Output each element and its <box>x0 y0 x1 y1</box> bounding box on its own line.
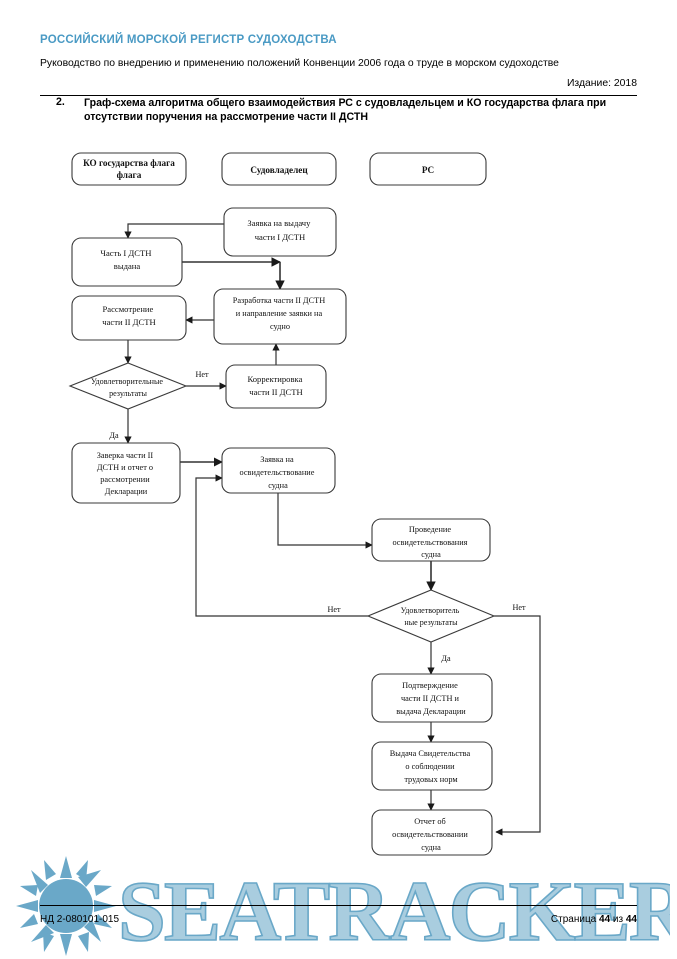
lane-header-ko <box>71 152 187 186</box>
node-n4 <box>71 295 187 341</box>
lane-header-ko-label: КО государства флага <box>83 158 175 168</box>
node-n11-label: Подтверждение части II ДСТН и выдача Дек… <box>396 681 466 716</box>
node-n1-label: Заявка на выдачу части I ДСТН <box>247 218 312 242</box>
edition-label: Издание: 2018 <box>566 78 637 89</box>
lane-header-owner <box>221 152 337 186</box>
node-n8 <box>221 447 336 494</box>
node-n9 <box>371 518 491 562</box>
header-divider <box>40 95 637 96</box>
node-n7 <box>71 442 181 504</box>
edge-n1-to-n2 <box>124 223 224 239</box>
node-n5-label: Удовлетворительные результаты <box>91 377 165 398</box>
node-n13 <box>371 809 493 856</box>
node-n6-label: Корректировка части II ДСТН <box>247 374 304 397</box>
document-subtitle: Руководство по внедрению и применению по… <box>40 58 559 69</box>
lane-header-ko-label2: флага <box>117 170 142 180</box>
node-n13-label: Отчет об освидетельствовании судна <box>392 817 470 852</box>
lane-header-rs-label: РС <box>422 165 434 175</box>
node-n4-label: Рассмотрение части II ДСТН <box>102 304 155 327</box>
edge-label-n5-yes: Да <box>109 431 119 440</box>
footer-page-current: 44 <box>599 914 611 925</box>
footer-page-of: из <box>612 914 624 925</box>
edge-label-n10-no-left: Нет <box>327 605 341 614</box>
section-number: 2. <box>56 96 65 108</box>
node-n2 <box>71 237 183 287</box>
node-n11 <box>371 673 493 723</box>
node-n3-label: Разработка части II ДСТН и направление з… <box>233 296 328 331</box>
node-n12 <box>371 741 493 791</box>
node-n10 <box>366 589 496 643</box>
edge-n8-to-n9 <box>277 493 373 549</box>
node-n8-label: Заявка на освидетельствование судна <box>240 455 317 490</box>
node-n1 <box>223 207 337 257</box>
node-n9-label: Проведение освидетельствования судна <box>392 525 469 559</box>
node-n7-label: Заверка части II ДСТН и отчет о рассмотр… <box>97 451 155 496</box>
footer-doc-code: НД 2-080101-015 <box>40 914 120 925</box>
edge-n10-to-n13-no-right <box>494 615 541 836</box>
node-n3 <box>213 288 347 345</box>
organization-title: РОССИЙСКИЙ МОРСКОЙ РЕГИСТР СУДОХОДСТВА <box>40 34 337 46</box>
lane-header-owner-label: Судовладелец <box>250 165 308 175</box>
lane-header-rs <box>369 152 487 186</box>
footer-page-total: 44 <box>625 914 637 925</box>
section-title: Граф-схема алгоритма общего взаимодейств… <box>84 97 607 123</box>
node-n12-label: Выдача Свидетельства о соблюдении трудов… <box>390 749 473 784</box>
node-n10-label: Удовлетворитель ные результаты <box>401 606 462 627</box>
footer-page-prefix: Страница <box>550 914 597 925</box>
node-n2-label: Часть I ДСТН выдана <box>100 248 153 271</box>
node-n6 <box>225 364 327 409</box>
edge-label-n10-yes: Да <box>441 654 451 663</box>
edge-n10-to-n8-no-left <box>195 474 368 617</box>
edge-label-n5-no: Нет <box>195 370 209 379</box>
node-n5 <box>68 362 188 410</box>
footer-page-info: Страница 44 из 44 <box>551 914 637 925</box>
footer-divider <box>40 905 637 906</box>
edge-label-n10-no-right: Нет <box>512 603 526 612</box>
